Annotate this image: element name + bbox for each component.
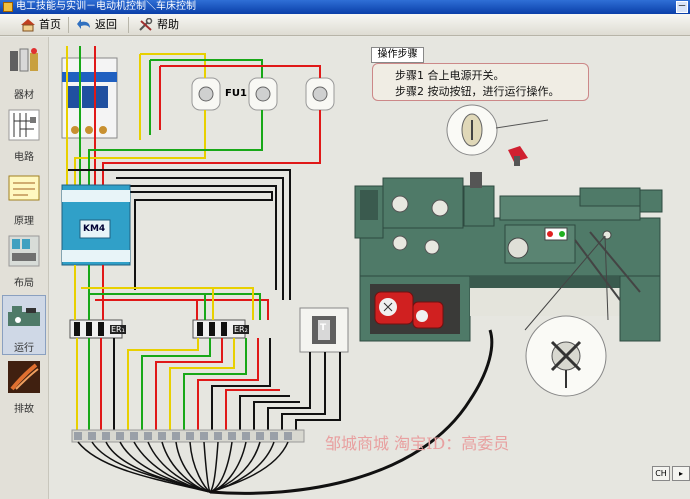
sidebar-item-troubleshoot[interactable]: 排故 bbox=[2, 357, 46, 417]
power-wires bbox=[66, 46, 321, 300]
relay-wires bbox=[74, 265, 269, 320]
sidebar-item-run[interactable]: 运行 bbox=[2, 295, 46, 355]
relay2-label: ER₂ bbox=[233, 325, 249, 334]
sidebar: 器材 电路 原理 布局 运行 bbox=[0, 37, 49, 499]
sidebar-item-equipment[interactable]: 器材 bbox=[2, 43, 46, 103]
language-button[interactable]: CH bbox=[652, 466, 670, 481]
toolbar: 首页 返回 帮助 bbox=[0, 14, 690, 36]
coolant-motor[interactable] bbox=[412, 301, 444, 329]
layout-icon bbox=[8, 235, 40, 267]
circuit-breaker[interactable] bbox=[61, 57, 118, 139]
sidebar-item-label: 原理 bbox=[14, 216, 34, 227]
watermark-text: 邹城商城 淘宝ID：高委员 bbox=[325, 434, 510, 453]
power-switch-knob[interactable] bbox=[446, 104, 549, 156]
terminal-wires bbox=[76, 338, 341, 430]
back-label: 返回 bbox=[95, 18, 117, 31]
principle-icon bbox=[8, 175, 40, 201]
terminal-strip[interactable] bbox=[71, 429, 305, 443]
sidebar-item-layout[interactable]: 布局 bbox=[2, 231, 46, 291]
steps-panel bbox=[372, 63, 589, 101]
spindle-motor[interactable] bbox=[374, 291, 414, 325]
sidebar-item-label: 运行 bbox=[14, 343, 34, 354]
minimize-button[interactable]: － bbox=[676, 1, 688, 13]
circuit-icon bbox=[8, 109, 40, 141]
tools-help-icon bbox=[139, 18, 153, 31]
thermal-relay-1[interactable] bbox=[69, 319, 123, 339]
cable-bundle bbox=[77, 329, 494, 495]
window-title: 电工技能与实训－电动机控制＼车床控制 bbox=[16, 1, 196, 12]
next-page-button[interactable]: ▸ bbox=[672, 466, 690, 481]
toolbar-divider bbox=[68, 17, 69, 33]
help-label: 帮助 bbox=[157, 18, 179, 31]
equipment-icon bbox=[10, 48, 38, 72]
window-titlebar: 电工技能与实训－电动机控制＼车床控制 － bbox=[0, 0, 690, 14]
transformer-label: T bbox=[320, 323, 327, 333]
troubleshoot-icon bbox=[8, 361, 40, 393]
sidebar-item-circuit[interactable]: 电路 bbox=[2, 105, 46, 165]
help-button[interactable]: 帮助 bbox=[138, 17, 179, 33]
home-icon bbox=[21, 19, 35, 32]
sidebar-item-label: 器材 bbox=[14, 90, 34, 101]
fuse-label: FU1 bbox=[225, 88, 247, 99]
emergency-stop-button[interactable] bbox=[508, 146, 528, 166]
home-label: 首页 bbox=[39, 18, 61, 31]
sidebar-item-label: 布局 bbox=[14, 278, 34, 289]
sidebar-item-label: 电路 bbox=[14, 152, 34, 163]
back-arrow-icon bbox=[77, 19, 90, 29]
fuse-group[interactable] bbox=[191, 77, 335, 111]
rotary-selector-switch[interactable] bbox=[524, 235, 609, 397]
home-button[interactable]: 首页 bbox=[20, 17, 61, 33]
relay1-label: ER₁ bbox=[110, 325, 126, 334]
steps-title: 操作步骤 bbox=[371, 47, 424, 63]
contactor-label: KM4 bbox=[83, 224, 106, 234]
app-icon bbox=[3, 2, 13, 12]
step-1-text: 步骤1 合上电源开关。 bbox=[395, 69, 505, 82]
contactor-km4[interactable] bbox=[61, 184, 131, 266]
run-icon bbox=[8, 306, 40, 326]
step-2-text: 步骤2 按动按钮，进行运行操作。 bbox=[395, 85, 560, 98]
sidebar-item-principle[interactable]: 原理 bbox=[2, 169, 46, 229]
toolbar-divider bbox=[128, 17, 129, 33]
sidebar-item-label: 排故 bbox=[14, 404, 34, 415]
back-button[interactable]: 返回 bbox=[76, 17, 117, 33]
